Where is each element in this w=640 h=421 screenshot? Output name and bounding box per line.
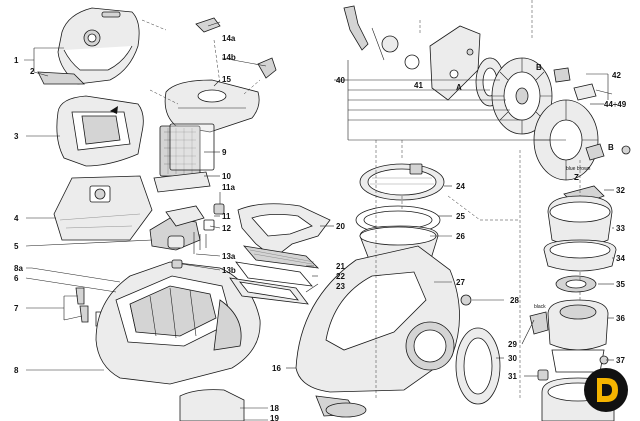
label-10: 10 (222, 172, 231, 181)
label-40: 40 (336, 76, 345, 85)
part-brush-holder (529, 311, 549, 335)
label-27: 27 (456, 278, 465, 287)
label-33: 33 (616, 224, 625, 233)
label-13a: 13a (222, 252, 236, 261)
label-41: 41 (414, 81, 423, 90)
part-reel-wheel (491, 57, 553, 135)
label-8a: 8a (14, 264, 23, 273)
part-main-body (295, 245, 460, 417)
label-30: 30 (508, 354, 517, 363)
part-lower-cover (179, 389, 245, 421)
label-B-right: B (608, 143, 614, 152)
label-16: 16 (272, 364, 281, 373)
part-cap (460, 294, 472, 306)
label-37: 37 (616, 356, 625, 365)
label-6: 6 (14, 274, 19, 283)
label-5: 5 (14, 242, 19, 251)
part-motor-ring (543, 239, 617, 272)
label-2: 2 (30, 67, 35, 76)
part-top-cover (57, 7, 140, 85)
label-28: 28 (510, 296, 519, 305)
part-switch-assembly (165, 203, 225, 269)
label-32: 32 (616, 186, 625, 195)
label-31: 31 (508, 372, 517, 381)
label-13b: 13b (222, 266, 236, 275)
label-35: 35 (616, 280, 625, 289)
label-B-top: B (536, 63, 542, 72)
label-black: black (534, 304, 546, 310)
part-top-ring (359, 163, 445, 201)
label-36: 36 (616, 314, 625, 323)
label-22: 22 (336, 272, 345, 281)
part-14a-clip (195, 17, 221, 33)
assembly-guides (141, 0, 581, 400)
label-7: 7 (14, 304, 19, 313)
part-filter-grille (159, 123, 215, 177)
part-main-housing (95, 261, 261, 385)
part-bottom-disc (325, 402, 367, 418)
label-Z: Z (574, 173, 579, 182)
part-b-clips (553, 67, 605, 161)
label-9: 9 (222, 148, 227, 157)
label-14b: 14b (222, 53, 236, 62)
part-motor (547, 299, 609, 373)
part-fitting (537, 369, 549, 381)
label-21: 21 (336, 262, 345, 271)
part-wheel (455, 327, 501, 405)
part-cover-latch (37, 71, 85, 85)
part-cover-frame (56, 95, 144, 167)
part-labels: 1 2 3 4 5 8a 6 7 8 14a 14b 15 9 10 11a 1… (14, 34, 627, 421)
label-25: 25 (456, 212, 465, 221)
part-cord-stopper (343, 5, 420, 70)
label-15: 15 (222, 75, 231, 84)
leader-lines (24, 21, 614, 421)
part-hepa-filter-stack (229, 245, 320, 305)
part-motor-mount (555, 275, 597, 293)
label-blue-brown: blue brown (566, 166, 591, 172)
label-A: A (456, 83, 462, 92)
label-19: 19 (270, 414, 279, 421)
part-handle-frame (237, 203, 331, 259)
label-34: 34 (616, 254, 625, 263)
label-26: 26 (456, 232, 465, 241)
label-12: 12 (222, 224, 231, 233)
part-reel-bracket (429, 25, 481, 101)
brand-logo-icon (584, 368, 628, 412)
label-20: 20 (336, 222, 345, 231)
label-44-49: 44÷49 (604, 100, 627, 109)
part-14b-clip (257, 57, 277, 79)
part-filter-frame (153, 171, 211, 193)
label-29: 29 (508, 340, 517, 349)
part-filter-cover (164, 79, 260, 133)
label-14a: 14a (222, 34, 236, 43)
label-1: 1 (14, 56, 19, 65)
label-3: 3 (14, 132, 19, 141)
part-dust-bag (53, 175, 153, 241)
direction-arrow-icon (110, 106, 118, 114)
label-23: 23 (336, 282, 345, 291)
label-24: 24 (456, 182, 465, 191)
part-bag-holder (149, 217, 201, 251)
label-42: 42 (612, 71, 621, 80)
label-11: 11 (222, 212, 231, 221)
label-4: 4 (14, 214, 19, 223)
label-11a: 11a (222, 183, 235, 192)
part-motor-cover (547, 195, 613, 247)
label-18: 18 (270, 404, 279, 413)
label-8: 8 (14, 366, 19, 375)
part-terminal-block (573, 83, 631, 155)
